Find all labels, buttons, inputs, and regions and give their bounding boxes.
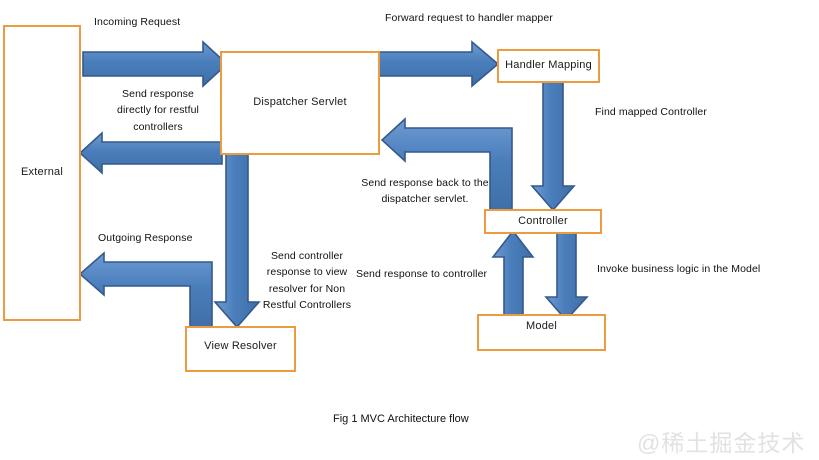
- edge-label-to-view-resolver: Send controller response to view resolve…: [262, 250, 352, 311]
- node-dispatcher-servlet-label: Dispatcher Servlet: [253, 96, 347, 109]
- arrow-forward-to-handler: [377, 40, 500, 88]
- node-handler-mapping-label: Handler Mapping: [505, 59, 592, 72]
- figure-caption: Fig 1 MVC Architecture flow: [333, 413, 469, 425]
- arrow-restful-response: [78, 131, 223, 175]
- node-model[interactable]: Model: [477, 314, 606, 351]
- node-model-label: Model: [526, 320, 557, 332]
- node-controller-label: Controller: [518, 214, 568, 227]
- arrow-to-view-resolver: [213, 149, 261, 329]
- node-controller[interactable]: Controller: [484, 209, 602, 234]
- node-external[interactable]: External: [3, 25, 81, 321]
- edge-label-find-mapped-controller: Find mapped Controller: [595, 106, 707, 118]
- node-view-resolver-label: View Resolver: [204, 340, 277, 352]
- edge-label-forward-to-handler: Forward request to handler mapper: [385, 12, 553, 24]
- node-external-label: External: [21, 166, 63, 179]
- edge-label-response-back-to-dispatcher: Send response back to the dispatcher ser…: [361, 177, 489, 206]
- node-view-resolver[interactable]: View Resolver: [185, 326, 296, 372]
- edge-label-response-to-controller: Send response to controller: [356, 268, 488, 280]
- arrow-outgoing-response: [78, 251, 213, 328]
- arrow-invoke-business-logic: [544, 232, 589, 322]
- arrow-model-response-to-controller: [491, 229, 535, 319]
- arrow-find-mapped-controller: [530, 81, 576, 212]
- edge-label-invoke-business-logic: Invoke business logic in the Model: [597, 263, 761, 275]
- edge-label-restful-response: Send response directly for restful contr…: [117, 88, 199, 133]
- arrow-response-back-to-dispatcher: [380, 117, 513, 211]
- node-handler-mapping[interactable]: Handler Mapping: [497, 49, 600, 83]
- edge-label-incoming-request: Incoming Request: [94, 16, 181, 28]
- arrow-incoming-request: [82, 40, 229, 88]
- node-dispatcher-servlet[interactable]: Dispatcher Servlet: [220, 51, 380, 155]
- edge-label-outgoing-response: Outgoing Response: [98, 232, 193, 244]
- site-watermark: @稀土掘金技术社区: [637, 430, 806, 456]
